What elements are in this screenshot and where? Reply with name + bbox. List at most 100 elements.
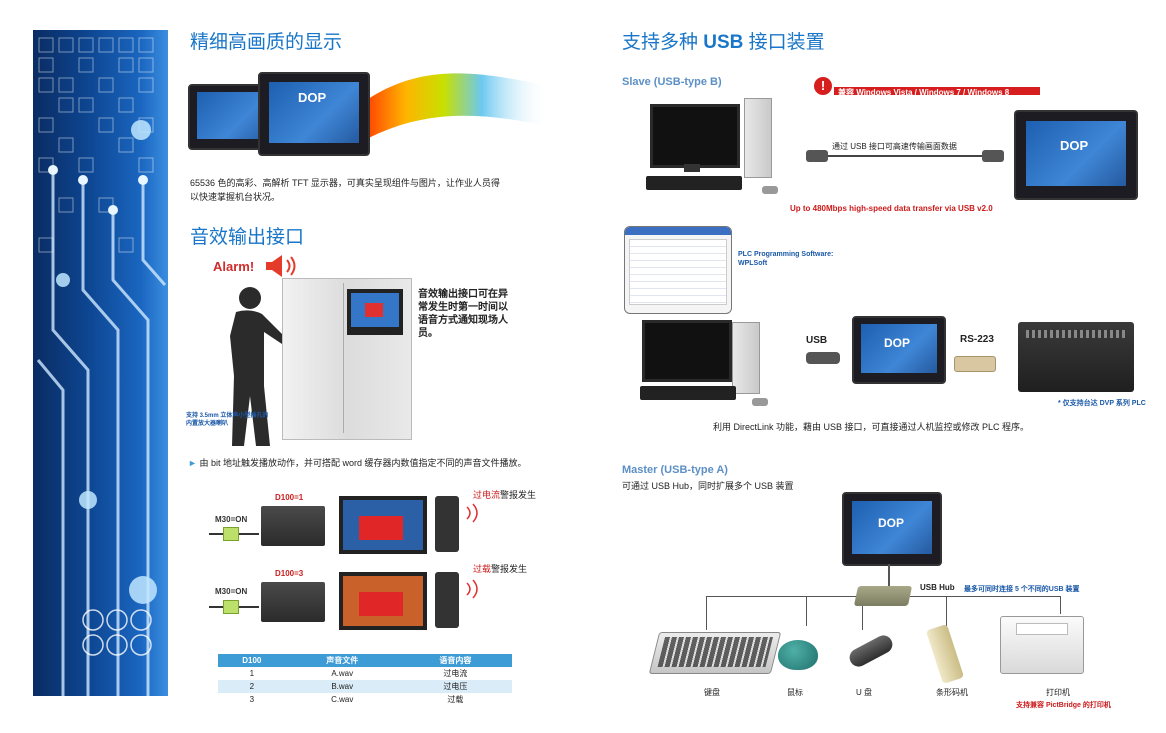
usb-cable-icon (806, 352, 840, 364)
dvp-plc (1018, 322, 1134, 392)
m30-value: M30=ON (215, 515, 248, 524)
table-row: 3 C.wav 过载 (218, 693, 512, 706)
rainbow-swoosh-graphic (358, 73, 548, 141)
table-header: D100 (218, 654, 286, 667)
usb-label: USB (806, 335, 828, 346)
trigger-text: 由 bit 地址触发播放动作，并可搭配 word 缓存器内数值指定不同的声音文件… (199, 458, 527, 468)
scenario-row-1: D100=1 M30=ON 过电流警报发生 (205, 490, 537, 560)
usb-section-title: 支持多种 USB 接口装置 (622, 32, 825, 53)
directlink-description: 利用 DirectLink 功能，藉由 USB 接口，可直接通过人机监控或修改 … (713, 422, 1030, 432)
device-label: 鼠标 (787, 688, 803, 697)
rs-cable-icon (954, 356, 996, 372)
pc-monitor (650, 104, 740, 168)
pc-keyboard (646, 176, 742, 190)
audio-section-title: 音效输出接口 (190, 227, 305, 248)
alarm-label: Alarm! (213, 259, 255, 274)
decorative-circuit-strip (33, 30, 168, 696)
slave-title: Slave (USB-type B) (622, 76, 722, 88)
table-cell: 过电压 (398, 680, 512, 693)
dop-hmi: DOP (852, 316, 946, 384)
wplsoft-screenshot (624, 226, 732, 314)
table-cell: 3 (249, 695, 255, 704)
d100-value: D100=1 (275, 493, 304, 502)
plc-software-label: PLC Programming Software:WPLSoft (738, 251, 834, 267)
machine-cabinet (282, 278, 412, 440)
cabinet-hmi (347, 289, 403, 335)
plc-unit (261, 506, 325, 546)
speaker-icon (266, 255, 296, 277)
alarm-message: 过电流警报发生 (473, 490, 537, 500)
sound-wave-icon (466, 579, 478, 599)
usb-hub-device (853, 586, 913, 606)
device-label: 键盘 (704, 688, 720, 697)
table-row: 1 A.wav 过电流 (218, 667, 512, 680)
usb-plug-icon (806, 150, 828, 162)
plc-unit (261, 582, 325, 622)
warning-icon: ! (814, 77, 832, 95)
hub-label: USB Hub (920, 583, 955, 592)
speed-note: Up to 480Mbps high-speed data transfer v… (790, 204, 993, 213)
trigger-description: ► 由 bit 地址触发播放动作，并可搭配 word 缓存器内数值指定不同的声音… (188, 456, 526, 470)
pc-tower (732, 322, 760, 394)
table-header: 声音文件 (285, 654, 399, 667)
contact-symbol (223, 527, 239, 541)
display-description: 65536 色的高彩、高解析 TFT 显示器，可真实呈现组件与图片，让作业人员得… (190, 178, 500, 202)
usb-plug-icon (982, 150, 1004, 162)
alarm-message: 过载警报发生 (473, 564, 528, 574)
keyboard-device (648, 632, 782, 674)
dop-logo: DOP (298, 90, 327, 105)
sound-file-table: D100 声音文件 语音内容 1 A.wav 过电流 2 B.wav 过电压 3… (218, 654, 512, 706)
compat-note: 兼容 Windows Vista / Windows 7 / Windows 8 (838, 88, 1010, 97)
barcode-scanner-device (925, 623, 965, 685)
table-row: 2 B.wav 过电压 (218, 680, 512, 693)
usb-drive-device (846, 632, 896, 670)
dop-hmi: DOP (842, 492, 942, 566)
table-cell: B.wav (285, 680, 399, 693)
scenario-hmi (339, 496, 427, 554)
hub-note: 最多可同时连接 5 个不同的USB 装置 (964, 586, 1080, 593)
printer-device (1000, 616, 1084, 674)
printer-note: 支持兼容 PictBridge 的打印机 (1016, 702, 1111, 709)
usb-cable (808, 155, 1000, 157)
dop-logo: DOP (884, 336, 911, 350)
dop-logo: DOP (878, 516, 905, 530)
usb-transfer-note: 通过 USB 接口可高速传输画面数据 (832, 142, 957, 151)
dop-hmi: DOP (1014, 110, 1138, 200)
table-cell: C.wav (331, 695, 354, 704)
scenario-row-2: D100=3 M30=ON 过载警报发生 (205, 564, 535, 636)
audio-description: 音效输出接口可在异常发生时第一时间以语音方式通知现场人员。 (418, 289, 508, 339)
pc-keyboard (640, 386, 736, 400)
table-header: 语音内容 (398, 654, 512, 667)
device-label: 打印机 (1046, 688, 1070, 697)
contact-symbol (223, 600, 239, 614)
circuit-pattern (36, 37, 167, 696)
mouse-device (778, 640, 818, 670)
device-label: U 盘 (856, 688, 872, 697)
master-description: 可通过 USB Hub，同时扩展多个 USB 装置 (622, 481, 794, 491)
pc-monitor (642, 320, 732, 382)
speaker-unit (435, 496, 459, 552)
dop-logo: DOP (1060, 138, 1089, 153)
speaker-unit (435, 572, 459, 628)
table-cell: 过电流 (443, 669, 468, 678)
table-cell: A.wav (331, 669, 354, 678)
dop-hmi-front: DOP (258, 72, 370, 156)
table-cell: 2 (218, 680, 286, 693)
m30-value: M30=ON (215, 587, 248, 596)
display-illustration: DOP (188, 66, 548, 164)
rs-label: RS-223 (960, 334, 994, 345)
bullet-icon: ► (188, 458, 197, 468)
table-cell: 过载 (447, 695, 464, 704)
display-section-title: 精细高画质的显示 (190, 32, 343, 53)
d100-value: D100=3 (275, 569, 304, 578)
pc-mouse (752, 398, 768, 406)
pc-tower (744, 98, 772, 178)
scenario-hmi (339, 572, 427, 630)
pc-mouse (762, 186, 778, 194)
sound-wave-icon (466, 503, 478, 523)
master-title: Master (USB-type A) (622, 464, 728, 476)
dvp-note: * 仅支持台达 DVP 系列 PLC (1058, 400, 1146, 407)
operator-silhouette (230, 287, 284, 446)
speaker-note: 支持 3.5mm 立体声小型插孔的内置放大器喇叭 (186, 413, 269, 427)
table-cell: 1 (249, 669, 255, 678)
